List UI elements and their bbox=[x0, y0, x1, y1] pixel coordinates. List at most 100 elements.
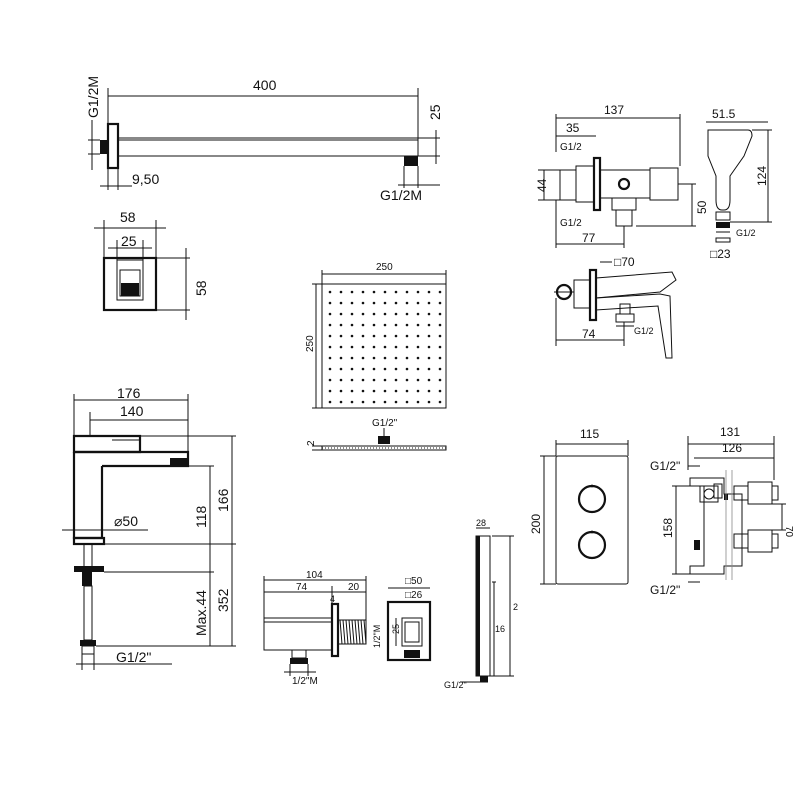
nozzle-dot bbox=[350, 334, 354, 338]
nozzle-dot bbox=[350, 389, 354, 393]
nozzle-dot bbox=[416, 400, 420, 404]
bidet-mixer-drawing: □70 74 G1/2 bbox=[554, 255, 677, 359]
bidet-valve-thread-top-label: G1/2 bbox=[560, 142, 582, 153]
nozzle-dot bbox=[394, 345, 398, 349]
nozzle-dot bbox=[339, 389, 343, 393]
head-thickness-label: 2 bbox=[306, 440, 317, 446]
nozzle-dot bbox=[361, 312, 365, 316]
thread-line bbox=[342, 619, 346, 645]
nozzle-dot bbox=[394, 301, 398, 305]
bidet-spray-drawing: 51.5 124 G1/2 □23 bbox=[706, 107, 772, 261]
valve-width-total-label: 131 bbox=[720, 425, 740, 439]
valve-thread-bottom-label: G1/2" bbox=[650, 583, 680, 597]
bidet-spray-height-label: 124 bbox=[755, 166, 769, 186]
hand-shower-drawing: 28 2 16 G1/2" bbox=[444, 518, 518, 690]
nozzle-dot bbox=[427, 334, 431, 338]
nozzle-dot bbox=[383, 400, 387, 404]
bidet-valve-width-label: 137 bbox=[604, 103, 624, 117]
nozzle-dot bbox=[427, 290, 431, 294]
nozzle-dot bbox=[383, 389, 387, 393]
bidet-mixer-square-label: □70 bbox=[614, 255, 635, 269]
bidet-valve-outlet-label: 50 bbox=[695, 200, 709, 214]
outlet-square-outer-label: □50 bbox=[405, 576, 423, 587]
head-width-label: 250 bbox=[376, 262, 393, 273]
nozzle-dot bbox=[394, 312, 398, 316]
nozzle-dot bbox=[350, 367, 354, 371]
bidet-mixer-length-label: 74 bbox=[582, 327, 596, 341]
thread-line bbox=[354, 619, 358, 645]
basin-mixer-drawing: 176 140 118 166 ⌀50 Max.44 352 G1/2" bbox=[62, 385, 236, 670]
nozzle-dot bbox=[372, 312, 376, 316]
nozzle-dot bbox=[405, 389, 409, 393]
nozzle-dot bbox=[328, 378, 332, 382]
nozzle-dot bbox=[427, 345, 431, 349]
outlet-wall-label: 4 bbox=[330, 594, 335, 604]
nozzle-dot bbox=[416, 290, 420, 294]
nozzle-dot bbox=[372, 345, 376, 349]
nozzle-dot bbox=[350, 345, 354, 349]
nozzle-dot bbox=[328, 312, 332, 316]
nozzle-dot bbox=[405, 367, 409, 371]
nozzle-dot bbox=[339, 323, 343, 327]
nozzle-dot bbox=[405, 345, 409, 349]
nozzle-dot bbox=[427, 378, 431, 382]
nozzle-dot bbox=[372, 356, 376, 360]
nozzle-dot bbox=[438, 301, 442, 305]
nozzle-dot bbox=[394, 356, 398, 360]
nozzle-dot bbox=[328, 323, 332, 327]
arm-thread-right-label: G1/2M bbox=[380, 187, 422, 203]
bidet-valve-drawing: 137 35 G1/2 44 50 G1/2 77 bbox=[535, 103, 709, 248]
nozzle-dot bbox=[350, 323, 354, 327]
nozzle-dot bbox=[350, 290, 354, 294]
nozzle-dot bbox=[328, 367, 332, 371]
nozzle-dot bbox=[350, 378, 354, 382]
arm-thread-left-label: G1/2M bbox=[85, 76, 101, 118]
nozzle-dot bbox=[328, 334, 332, 338]
thread-line bbox=[345, 619, 349, 645]
nozzle-dot bbox=[394, 400, 398, 404]
nozzle-dot bbox=[328, 356, 332, 360]
nozzle-dot bbox=[372, 389, 376, 393]
nozzle-dot bbox=[339, 312, 343, 316]
hand-shower-width-label: 28 bbox=[476, 518, 486, 528]
nozzle-dot bbox=[339, 367, 343, 371]
arm-offset-label: 9,50 bbox=[132, 171, 159, 187]
nozzle-dot bbox=[394, 334, 398, 338]
arm-height-label: 25 bbox=[427, 104, 443, 120]
nozzle-dot bbox=[350, 356, 354, 360]
nozzle-dot bbox=[394, 378, 398, 382]
nozzle-dot bbox=[438, 367, 442, 371]
nozzle-dot bbox=[361, 400, 365, 404]
nozzle-dot bbox=[372, 378, 376, 382]
nozzle-dot bbox=[350, 312, 354, 316]
nozzle-dot bbox=[416, 345, 420, 349]
bidet-valve-left-label: 35 bbox=[566, 121, 580, 135]
thread-line bbox=[363, 619, 367, 645]
wall-flange-drawing: 58 25 58 bbox=[94, 209, 209, 320]
nozzle-dot bbox=[416, 378, 420, 382]
outlet-inner-height-label: 25 bbox=[391, 624, 401, 634]
nozzle-dot bbox=[416, 356, 420, 360]
nozzle-dot bbox=[339, 378, 343, 382]
nozzle-dot bbox=[372, 301, 376, 305]
nozzle-dot bbox=[383, 367, 387, 371]
bidet-spray-thread-label: G1/2 bbox=[736, 228, 756, 238]
thread-line bbox=[348, 619, 352, 645]
nozzle-dot bbox=[383, 356, 387, 360]
nozzle-dot bbox=[350, 400, 354, 404]
nozzle-dot bbox=[405, 378, 409, 382]
nozzle-dot bbox=[427, 400, 431, 404]
hand-shower-length-label: 2 bbox=[513, 602, 518, 612]
nozzle-dot bbox=[394, 323, 398, 327]
head-height-label: 250 bbox=[305, 335, 316, 352]
mixer-tail-length-label: 352 bbox=[215, 588, 231, 612]
thread-line bbox=[339, 619, 343, 645]
nozzle-dot bbox=[372, 334, 376, 338]
nozzle-dot bbox=[438, 389, 442, 393]
nozzle-dot bbox=[383, 323, 387, 327]
thread-lines bbox=[339, 619, 367, 645]
nozzle-dot bbox=[438, 290, 442, 294]
arm-length-label: 400 bbox=[253, 77, 277, 93]
nozzle-dot bbox=[405, 323, 409, 327]
